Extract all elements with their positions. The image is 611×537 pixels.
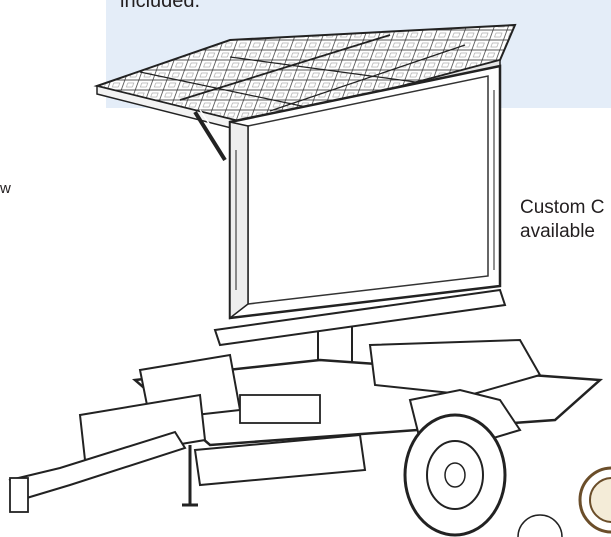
jack-stand (182, 445, 198, 507)
custom-caption: Custom C available (520, 196, 604, 244)
custom-caption-line1: Custom C (520, 197, 605, 218)
wheel (403, 413, 507, 537)
panel-support-arm (193, 109, 233, 162)
callout-text: included. (120, 0, 201, 12)
sign-board (228, 64, 502, 320)
small-circle-outline (517, 514, 563, 537)
left-text-fragment: w (0, 180, 11, 197)
trailer-icon (8, 338, 604, 513)
seal-icon (578, 466, 611, 534)
custom-caption-line2: available (520, 221, 595, 242)
